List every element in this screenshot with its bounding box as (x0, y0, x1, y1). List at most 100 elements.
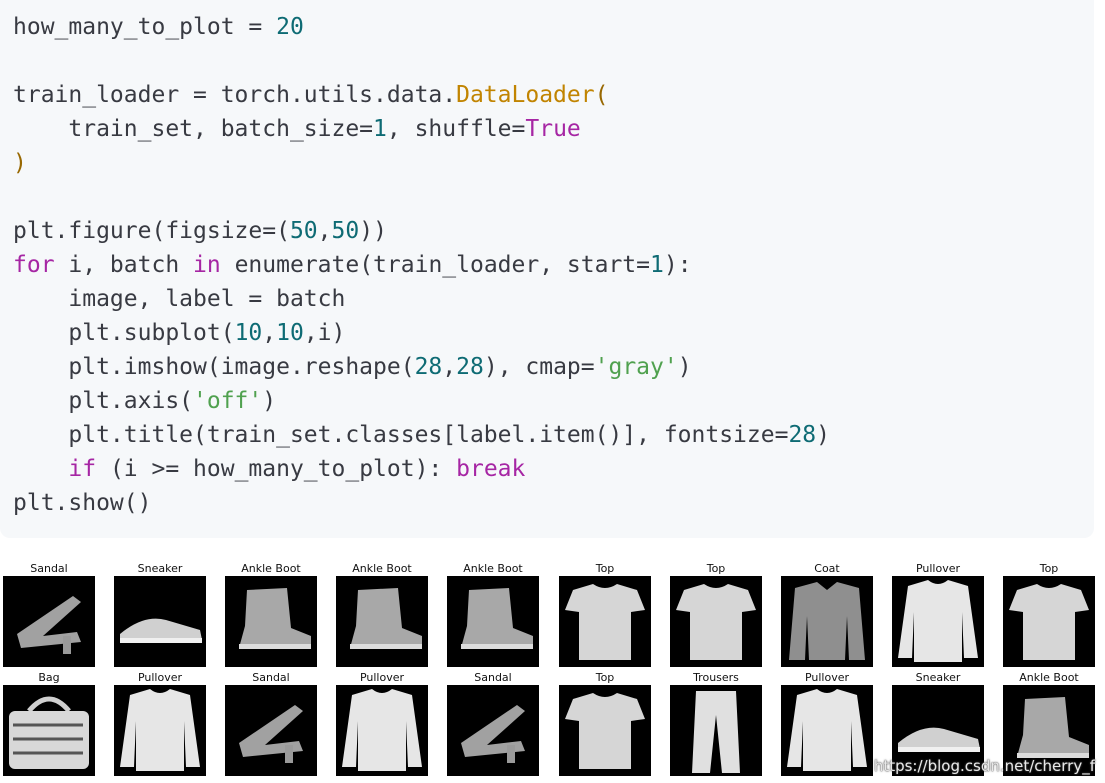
garment-image (1003, 576, 1095, 667)
garment-image (114, 576, 206, 667)
code-token: image, label = batch (13, 286, 346, 312)
code-token: 50 (289, 218, 318, 244)
code-token: , shuffle= (386, 116, 526, 142)
code-token: plt.imshow(image.reshape( (13, 354, 415, 380)
code-token: ( (594, 82, 609, 108)
image-title: Pullover (804, 671, 850, 684)
code-line: ) (13, 146, 1094, 180)
image-cell: Coat (781, 562, 873, 667)
code-token: plt.subplot( (13, 320, 235, 346)
code-line (13, 44, 1094, 78)
code-token: )) (359, 218, 387, 244)
code-token: 'off' (193, 388, 263, 414)
image-cell: Pullover (892, 562, 984, 667)
code-token: in (193, 252, 221, 278)
image-title: Sneaker (915, 671, 961, 684)
code-token: 20 (276, 14, 304, 40)
image-cell: Ankle Boot (1003, 671, 1095, 776)
garment-image (3, 685, 95, 776)
code-token: True (525, 116, 581, 142)
image-cell: Ankle Boot (336, 562, 428, 667)
code-token: ,i) (303, 320, 346, 346)
code-token: ), cmap= (483, 354, 595, 380)
code-line: plt.show() (13, 486, 1094, 520)
image-cell: Bag (3, 671, 95, 776)
garment-image (336, 685, 428, 776)
code-token: enumerate(train_loader, start= (220, 252, 650, 278)
code-line: how_many_to_plot = 20 (13, 10, 1094, 44)
image-cell: Sandal (225, 671, 317, 776)
garment-image (670, 576, 762, 667)
code-line: image, label = batch (13, 282, 1094, 316)
image-cell: Sneaker (114, 562, 206, 667)
image-title: Sandal (30, 562, 68, 575)
code-token: 10 (276, 320, 304, 346)
image-title: Trousers (693, 671, 739, 684)
garment-image (892, 576, 984, 667)
image-cell: Ankle Boot (447, 562, 539, 667)
code-token: i, batch (54, 252, 194, 278)
image-title: Ankle Boot (241, 562, 301, 575)
garment-image (781, 685, 873, 776)
code-token: 50 (331, 218, 360, 244)
image-title: Ankle Boot (352, 562, 412, 575)
image-title: Top (595, 562, 615, 575)
image-cell: Trousers (670, 671, 762, 776)
code-token: plt.title(train_set.classes[label.item()… (13, 422, 789, 448)
code-token: 'gray' (594, 354, 678, 380)
code-token: plt.figure(figsize=( (13, 218, 290, 244)
image-cell: Top (559, 671, 651, 776)
code-token: 1 (650, 252, 664, 278)
image-title: Pullover (137, 671, 183, 684)
garment-image (336, 576, 428, 667)
image-cell: Top (1003, 562, 1095, 667)
code-token: ) (816, 422, 831, 448)
code-token: 28 (414, 354, 443, 380)
code-block: how_many_to_plot = 20 train_loader = tor… (13, 10, 1094, 520)
code-line: if (i >= how_many_to_plot): break (13, 452, 1094, 486)
code-line: plt.imshow(image.reshape(28,28), cmap='g… (13, 350, 1094, 384)
garment-image (225, 685, 317, 776)
code-token: (i >= how_many_to_plot): (96, 456, 457, 482)
code-token: plt.show() (13, 490, 152, 516)
garment-image (225, 576, 317, 667)
image-title: Pullover (915, 562, 961, 575)
code-line (13, 180, 1094, 214)
image-title: Sandal (474, 671, 512, 684)
code-line: plt.subplot(10,10,i) (13, 316, 1094, 350)
code-line: train_set, batch_size=1, shuffle=True (13, 112, 1094, 146)
code-line: plt.figure(figsize=(50,50)) (13, 214, 1094, 248)
garment-image (114, 685, 206, 776)
code-token: DataLoader (456, 82, 595, 108)
code-token: 10 (234, 320, 263, 346)
image-title: Sneaker (137, 562, 183, 575)
garment-image (447, 685, 539, 776)
image-cell: Pullover (114, 671, 206, 776)
code-token: train_set, batch_size= (13, 116, 374, 142)
image-title: Coat (814, 562, 840, 575)
image-cell: Sneaker (892, 671, 984, 776)
code-line: plt.axis('off') (13, 384, 1094, 418)
image-cell: Sandal (3, 562, 95, 667)
garment-image (1003, 685, 1095, 776)
garment-image (670, 685, 762, 776)
image-cell: Pullover (781, 671, 873, 776)
code-token: , (262, 320, 277, 346)
code-token: , (442, 354, 457, 380)
garment-image (3, 576, 95, 667)
image-cell: Ankle Boot (225, 562, 317, 667)
code-token (13, 456, 68, 482)
code-token: 1 (373, 116, 387, 142)
code-token: ) (677, 354, 692, 380)
garment-image (447, 576, 539, 667)
image-cell: Top (559, 562, 651, 667)
image-title: Top (595, 671, 615, 684)
image-cell: Pullover (336, 671, 428, 776)
image-cell: Top (670, 562, 762, 667)
garment-image (892, 685, 984, 776)
garment-image (559, 685, 651, 776)
image-title: Sandal (252, 671, 290, 684)
image-title: Top (1039, 562, 1059, 575)
code-token: break (456, 456, 526, 482)
